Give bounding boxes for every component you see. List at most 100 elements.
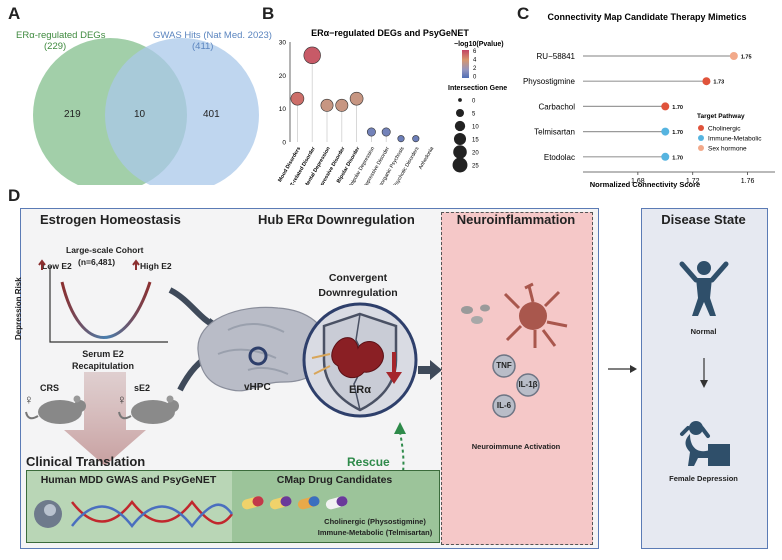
chart-c-xtick-label: 1.68 [631, 178, 645, 185]
microglia-illustration [461, 282, 568, 348]
chart-b-bubble [335, 98, 349, 112]
chart-c-xtick-label: 1.76 [741, 178, 755, 185]
il6-label: IL-6 [496, 401, 512, 410]
chart-c-ytick-label: Carbachol [539, 102, 576, 111]
chart-c-point [702, 77, 711, 86]
venn-right-count: (411) [192, 41, 214, 52]
chart-b-color-tick: 2 [473, 66, 477, 72]
venn-right-circle [105, 38, 259, 185]
chart-c-value-label: 1.70 [672, 105, 683, 111]
low-e2-label: Low E2 [42, 261, 72, 271]
chart-b-bubble [303, 46, 321, 65]
clinical-title: Clinical Translation [26, 454, 146, 469]
chart-b-size-legend-label: 15 [472, 138, 479, 144]
crs-label: CRS [40, 383, 60, 393]
panel-label-a: A [8, 4, 21, 23]
cohort-n: (n=6,481) [78, 257, 116, 267]
recapitulation-label: Recapitulation [71, 361, 134, 371]
normal-person-icon [679, 261, 729, 316]
chart-b-size-legend-label: 5 [472, 112, 476, 118]
chart-c-legend-swatch [698, 135, 704, 141]
chart-b-size-legend-dot [456, 109, 464, 117]
chart-b-ytick-label: 0 [282, 140, 286, 147]
chart-b-bubble [320, 98, 334, 112]
chart-c-legend-swatch [698, 125, 704, 131]
chart-c-ytick-label: Physostigmine [523, 77, 576, 86]
low-e2-arrow-icon [38, 259, 46, 270]
il1b-label: IL-1β [518, 380, 538, 389]
se2-mouse-icon: ♀ [117, 392, 179, 424]
chart-b-bubble [349, 91, 364, 106]
chart-c-legend-label: Immune-Metabolic [708, 136, 762, 143]
hub-title: Hub ERα Downregulation [258, 212, 415, 227]
estrogen-title: Estrogen Homeostasis [40, 212, 181, 227]
se2-label: sE2 [134, 383, 151, 393]
chart-c-value-label: 1.70 [672, 130, 683, 136]
chart-b-size-legend-dot [452, 157, 468, 173]
chart-b-size-legend-dot [454, 120, 466, 132]
chart-b-size-legend-dot [458, 98, 462, 102]
serum-e2-label: Serum E2 [82, 349, 124, 359]
chart-b-size-legend-label: 25 [472, 164, 479, 170]
female-depression-label: Female Depression [669, 474, 738, 483]
downregulation-label: Downregulation [318, 287, 398, 299]
cmap-label: CMap Drug Candidates [276, 474, 393, 486]
chart-c-xtick-label: 1.72 [686, 178, 700, 185]
depression-risk-label: Depression Risk [14, 277, 23, 340]
chart-b-size-legend-dot [453, 132, 467, 146]
chart-b-bubble [397, 135, 405, 143]
chart-c-legend-label: Sex hormone [708, 146, 747, 153]
chart-c-point [661, 102, 670, 111]
chart-c-legend-swatch [698, 145, 704, 151]
chart-c-point [729, 52, 738, 60]
venn-left-count: (229) [44, 41, 67, 52]
neuro-title: Neuroinflammation [456, 212, 576, 227]
venn-left-only-value: 219 [64, 109, 81, 120]
panel-label-c: C [517, 4, 530, 23]
vhpc-label: vHPC [244, 382, 271, 393]
normal-label: Normal [690, 327, 717, 336]
disease-title: Disease State [661, 212, 746, 227]
chart-c-legend-title: Target Pathway [697, 113, 745, 120]
immune-drug-label: Immune-Metabolic (Telmisartan) [317, 528, 433, 537]
era-label: ERα [348, 384, 372, 396]
svg-text:♀: ♀ [117, 392, 127, 407]
chart-b-size-legend-title: Intersection Gene [448, 85, 507, 92]
chart-c-value-label: 1.75 [741, 55, 752, 61]
neuroinflammation-box [441, 212, 593, 545]
chart-b-color-tick: 0 [473, 75, 477, 81]
translation-down-arrow [64, 372, 146, 466]
panel-label-b: B [262, 4, 275, 23]
chart-b-bubble [381, 127, 391, 137]
chart-c-point [661, 127, 670, 136]
u-curve-line [60, 281, 152, 339]
chart-b-title: ERα−regulated DEGs and PsyGeNET [311, 28, 469, 38]
down-arrow-icon [386, 372, 402, 384]
chart-b-color-tick: 6 [473, 49, 477, 55]
to-neuro-arrow [418, 360, 442, 380]
chart-c-value-label: 1.73 [713, 80, 724, 86]
psygenet-bubble-chart: ERα−regulated DEGs and PsyGeNET0102030Mo… [277, 28, 507, 185]
chart-b-bubble [412, 135, 420, 143]
normal-to-depression-arrow [700, 358, 708, 388]
chart-b-xtick-label: Anhedonia [418, 146, 436, 171]
tnf-label: TNF [496, 361, 512, 370]
venn-right-title: GWAS Hits (Nat Med. 2023) [153, 30, 272, 41]
chart-c-value-label: 1.70 [672, 155, 683, 161]
dna-helix-illustration [34, 499, 233, 529]
rescue-label: Rescue [347, 455, 390, 469]
chart-b-bubble [366, 127, 376, 137]
drug-capsules-illustration [241, 496, 348, 510]
chart-c-legend-label: Cholinergic [708, 126, 741, 133]
chart-b-color-legend-title: −log10(Pvalue) [454, 41, 504, 48]
chart-b-size-legend-label: 20 [472, 151, 479, 157]
brain-illustration [197, 306, 329, 392]
chart-c-ytick-label: RU−58841 [537, 52, 576, 61]
convergent-label: Convergent [328, 272, 388, 284]
u-curve-plot [38, 259, 168, 343]
neuroimmune-label: Neuroimmune Activation [471, 442, 561, 451]
chart-b-bubble [290, 91, 305, 106]
chart-b-color-tick: 4 [473, 58, 477, 64]
vhpc-marker [248, 346, 268, 366]
u-curve-axes [49, 266, 168, 343]
